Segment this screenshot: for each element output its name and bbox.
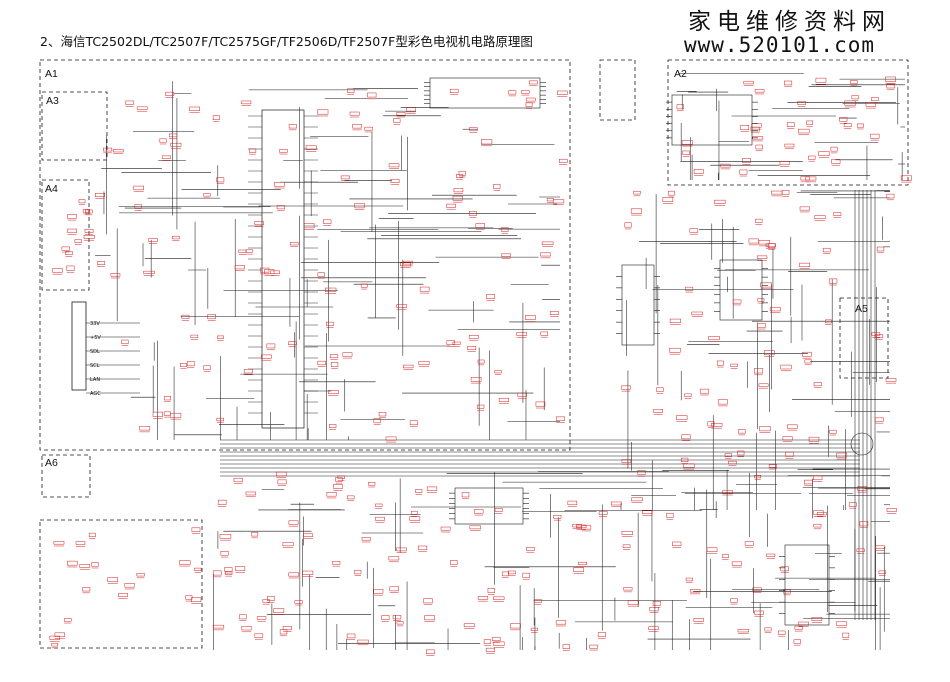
connector-pin-33v: 33V	[90, 321, 100, 327]
block-a3-label: A3	[46, 95, 59, 107]
block-a6-label: A6	[45, 457, 58, 469]
diagram-title: 2、海信TC2502DL/TC2507F/TC2575GF/TF2506D/TF…	[40, 34, 533, 49]
secondary-ics	[424, 77, 874, 626]
wiring	[95, 73, 905, 650]
block-a5-label: A5	[855, 303, 868, 315]
block-a3-frame	[41, 91, 108, 161]
block-a5-frame	[839, 297, 889, 379]
watermark-url: www.520101.com	[684, 33, 876, 57]
signal-connector: 33V +5V SDL SCL LAN AGC	[71, 301, 140, 397]
block-a4-frame	[41, 179, 90, 291]
power-supply-frame	[39, 519, 203, 649]
block-a2-label: A2	[674, 68, 687, 80]
block-a1-label: A1	[45, 68, 58, 80]
main-ic-pins	[248, 115, 318, 414]
component-symbols	[49, 76, 912, 656]
connector-pin-agc: AGC	[90, 391, 101, 397]
block-a2-frame	[667, 59, 909, 186]
watermark-site-name: 家电维修资料网	[688, 9, 891, 35]
block-a6-frame	[41, 454, 91, 498]
connector-pin-lan: LAN	[90, 377, 100, 383]
connector-pin-scl: SCL	[90, 363, 100, 369]
block-a4-label: A4	[45, 183, 58, 195]
block-a1-frame	[39, 59, 571, 451]
connector-pin-sdl: SDL	[90, 349, 100, 355]
connector-pin-5v: +5V	[90, 335, 101, 341]
main-ic	[261, 109, 305, 429]
connector-frame	[599, 59, 636, 121]
